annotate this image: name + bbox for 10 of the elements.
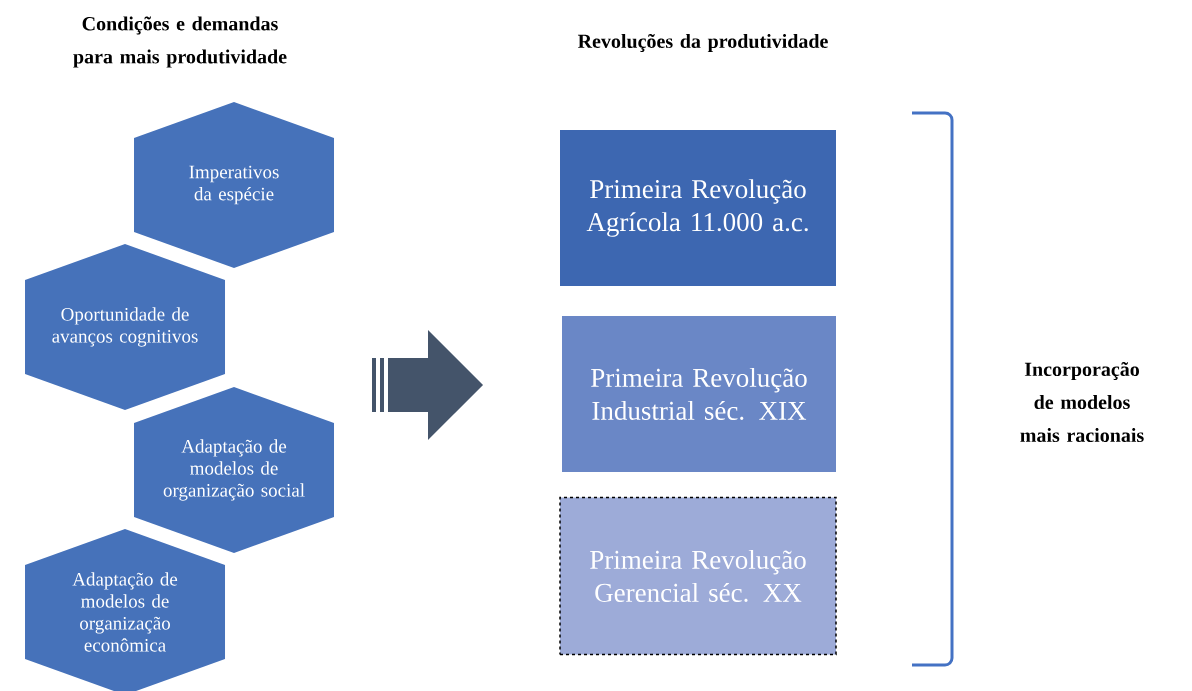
process-box: Primeira Revolução Industrial séc. XIX [562, 316, 836, 472]
heading: Revoluções da produtividade [577, 33, 828, 53]
process-box: Primeira Revolução Agrícola 11.000 a.c. [560, 130, 836, 286]
process-box: Primeira Revolução Gerencial séc. XX [559, 496, 837, 656]
hexagon: Oportunidade de avanços cognitivos [25, 244, 225, 410]
heading: Incorporação de modelos mais racionais [1020, 361, 1144, 443]
hexagon: Adaptação de modelos de organização social [134, 387, 334, 553]
heading: Condições e demandas para mais produtividade [73, 16, 287, 68]
hexagon: Adaptação de modelos de organização econômica [25, 529, 225, 691]
hexagon: Imperativos da espécie [134, 102, 334, 268]
